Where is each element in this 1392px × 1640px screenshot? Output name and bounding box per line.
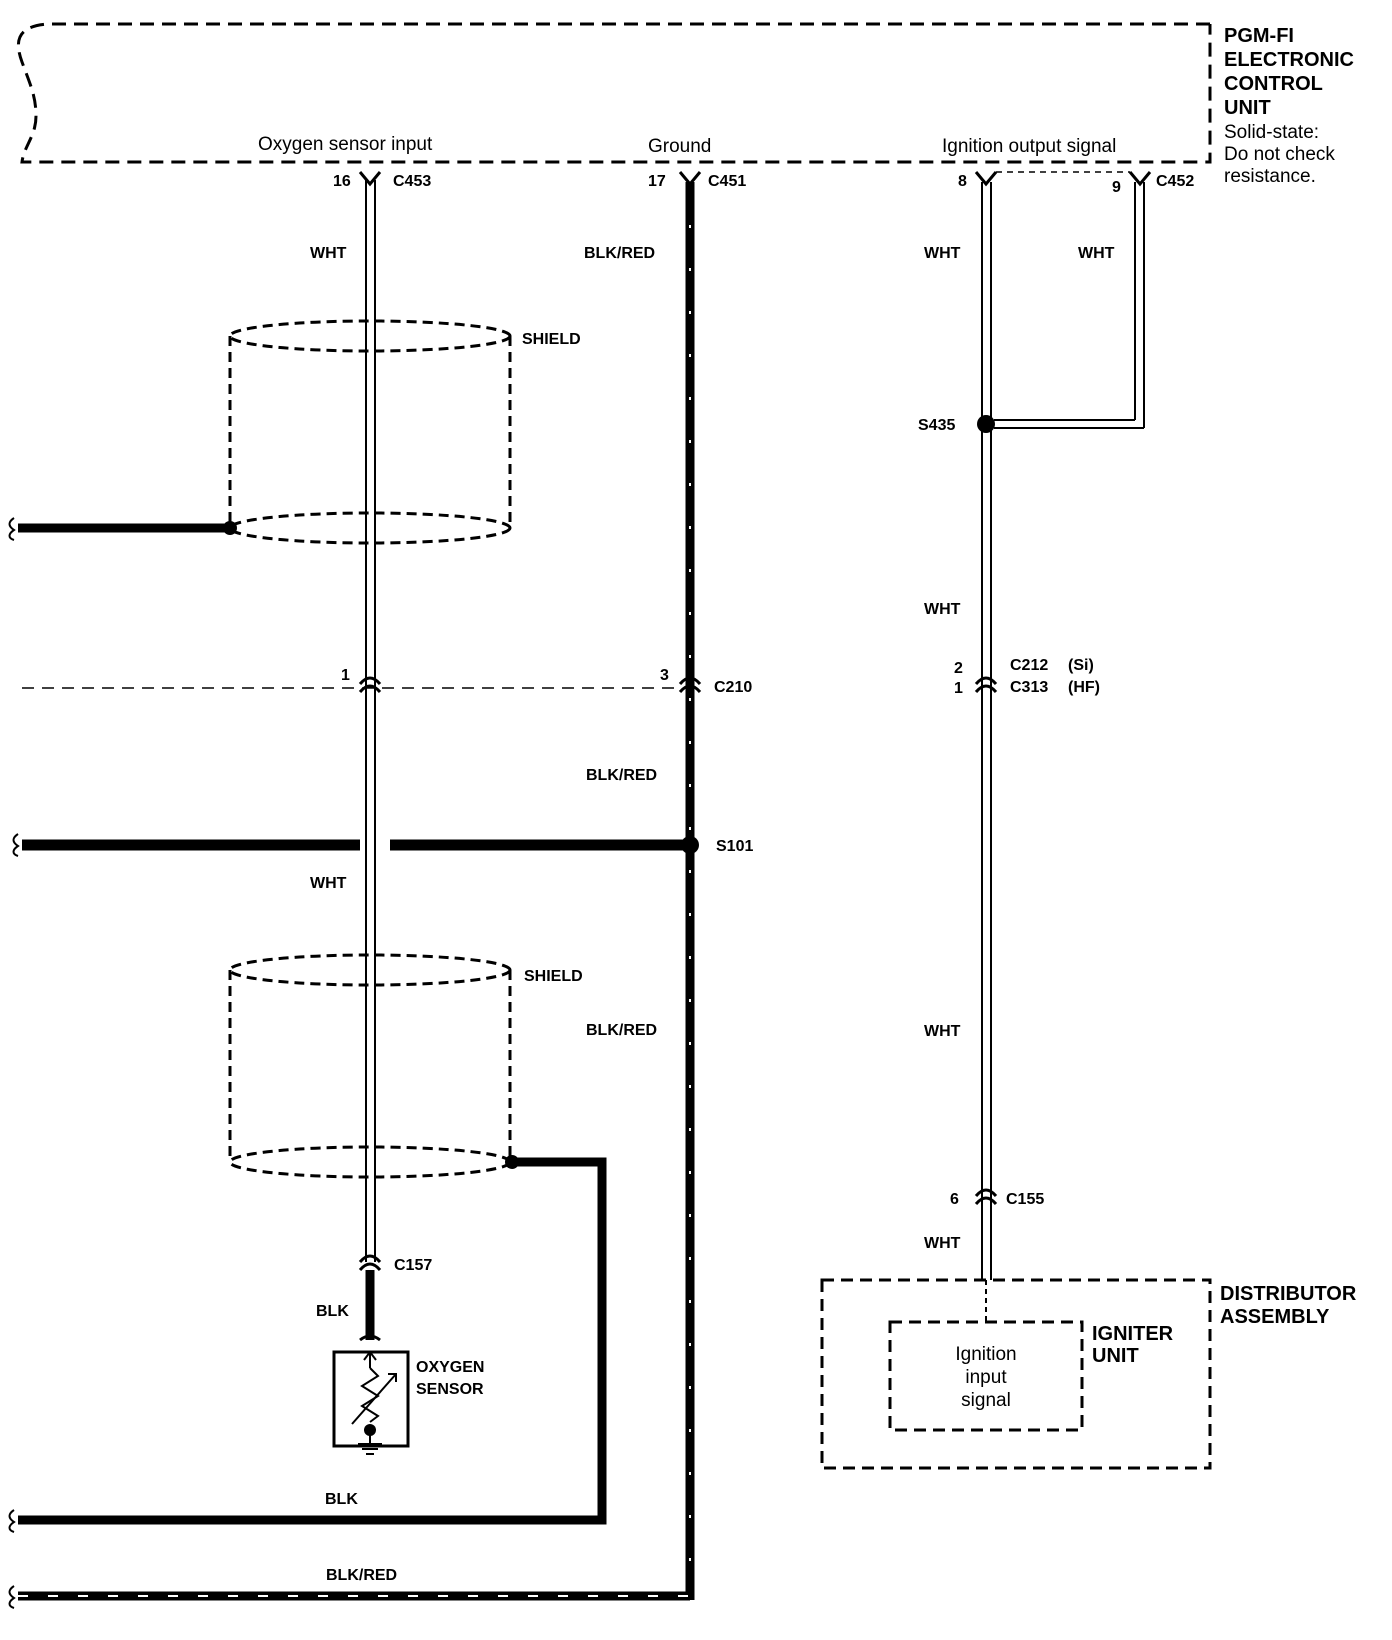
oxygen-sensor-input-label: Oxygen sensor input bbox=[258, 134, 433, 155]
wire-color-blk-red: BLK/RED bbox=[586, 1022, 657, 1039]
lower-shield-drain-wire bbox=[18, 1157, 607, 1525]
wire-color-wht: WHT bbox=[310, 245, 347, 262]
variable-resistor-icon bbox=[360, 1367, 380, 1423]
distributor-assembly-box bbox=[820, 1278, 1212, 1470]
c210-pin1-symbol bbox=[358, 676, 382, 694]
upper-shield-label: SHIELD bbox=[522, 331, 581, 348]
upper-shield bbox=[228, 319, 512, 545]
c452-pin-a: 8 bbox=[958, 173, 967, 190]
c155-pin: 6 bbox=[950, 1191, 959, 1208]
c313-pin: 1 bbox=[954, 680, 963, 697]
c212-label: C212 bbox=[1010, 657, 1048, 674]
ignition-input-line: Ignition bbox=[955, 1344, 1016, 1365]
upper-shield-drain-splice bbox=[223, 521, 237, 535]
ignition-output-label: Ignition output signal bbox=[942, 136, 1116, 157]
oxygen-sensor bbox=[332, 1334, 410, 1455]
c212-pin: 2 bbox=[954, 660, 963, 677]
wire-color-blk-red: BLK/RED bbox=[326, 1567, 397, 1584]
s101-label: S101 bbox=[716, 838, 753, 855]
c451-pin: 17 bbox=[648, 173, 666, 190]
c453-pin: 16 bbox=[333, 173, 351, 190]
ignition-wire bbox=[981, 182, 1145, 1280]
s435-splice bbox=[977, 415, 995, 433]
ground-label: Ground bbox=[648, 136, 711, 157]
wire-color-wht: WHT bbox=[924, 245, 961, 262]
c155-connector-symbol bbox=[974, 1188, 998, 1206]
lower-shield-label: SHIELD bbox=[524, 968, 583, 985]
wire-color-wht: WHT bbox=[310, 875, 347, 892]
wire-break-icon bbox=[8, 517, 16, 541]
c451-label: C451 bbox=[708, 173, 746, 190]
ecu-title-line: ELECTRONIC bbox=[1224, 49, 1354, 71]
distributor-label-line: DISTRIBUTOR bbox=[1220, 1283, 1357, 1305]
ignition-input-line: signal bbox=[961, 1390, 1011, 1411]
ecu-title: PGM-FI ELECTRONIC CONTROL UNIT Solid-sta… bbox=[1224, 25, 1354, 187]
distributor-label-line: ASSEMBLY bbox=[1220, 1306, 1330, 1328]
c210-label: C210 bbox=[714, 679, 752, 696]
igniter-unit-box bbox=[888, 1320, 1084, 1432]
c210-pin-a: 1 bbox=[341, 667, 350, 684]
lower-shield bbox=[228, 953, 512, 1179]
ecu-note-line: Do not check bbox=[1224, 144, 1335, 165]
ecu-box bbox=[17, 22, 1212, 164]
ecu-title-line: PGM-FI bbox=[1224, 25, 1294, 47]
wire-color-wht: WHT bbox=[924, 1023, 961, 1040]
wire-color-wht: WHT bbox=[924, 1235, 961, 1252]
ecu-note-line: resistance. bbox=[1224, 166, 1316, 187]
c210-pin-b: 3 bbox=[660, 667, 669, 684]
c452-label: C452 bbox=[1156, 173, 1194, 190]
c451-connector-symbol bbox=[678, 171, 702, 187]
igniter-label-line: IGNITER bbox=[1092, 1323, 1174, 1345]
oxygen-sensor-label-line: OXYGEN bbox=[416, 1359, 484, 1376]
ignition-input-line: input bbox=[965, 1367, 1007, 1388]
wire-break-icon bbox=[12, 833, 20, 857]
c453-connector-symbol bbox=[358, 171, 382, 187]
wire-break-icon bbox=[8, 1585, 16, 1609]
wire-color-blk: BLK bbox=[316, 1303, 349, 1320]
c453-label: C453 bbox=[393, 173, 431, 190]
c313-label: C313 bbox=[1010, 679, 1048, 696]
c157-connector-symbol bbox=[358, 1254, 382, 1272]
ecu-title-line: CONTROL bbox=[1224, 73, 1323, 95]
oxygen-wire bbox=[365, 180, 376, 1262]
c313-tag: (HF) bbox=[1068, 679, 1100, 696]
c157-label: C157 bbox=[394, 1257, 432, 1274]
igniter-label-line: UNIT bbox=[1092, 1345, 1139, 1367]
oxygen-sensor-label-line: SENSOR bbox=[416, 1381, 484, 1398]
s101-splice bbox=[681, 836, 699, 854]
c212-c313-connector-symbol bbox=[974, 676, 998, 694]
ecu-note-line: Solid-state: bbox=[1224, 122, 1319, 143]
c212-tag: (Si) bbox=[1068, 657, 1094, 674]
wire-color-wht: WHT bbox=[1078, 245, 1115, 262]
wire-color-blk: BLK bbox=[325, 1491, 358, 1508]
wire-color-blk-red: BLK/RED bbox=[586, 767, 657, 784]
wire-color-blk-red: BLK/RED bbox=[584, 245, 655, 262]
s435-label: S435 bbox=[918, 417, 955, 434]
ecu-title-line: UNIT bbox=[1224, 97, 1271, 119]
c210-pin3-symbol bbox=[678, 676, 702, 694]
wire-color-wht: WHT bbox=[924, 601, 961, 618]
c452-pin9-symbol bbox=[1128, 171, 1152, 187]
c452-pin8-symbol bbox=[974, 171, 998, 187]
c155-label: C155 bbox=[1006, 1191, 1044, 1208]
wire-break-icon bbox=[8, 1509, 16, 1533]
c452-pin-b: 9 bbox=[1112, 179, 1121, 196]
